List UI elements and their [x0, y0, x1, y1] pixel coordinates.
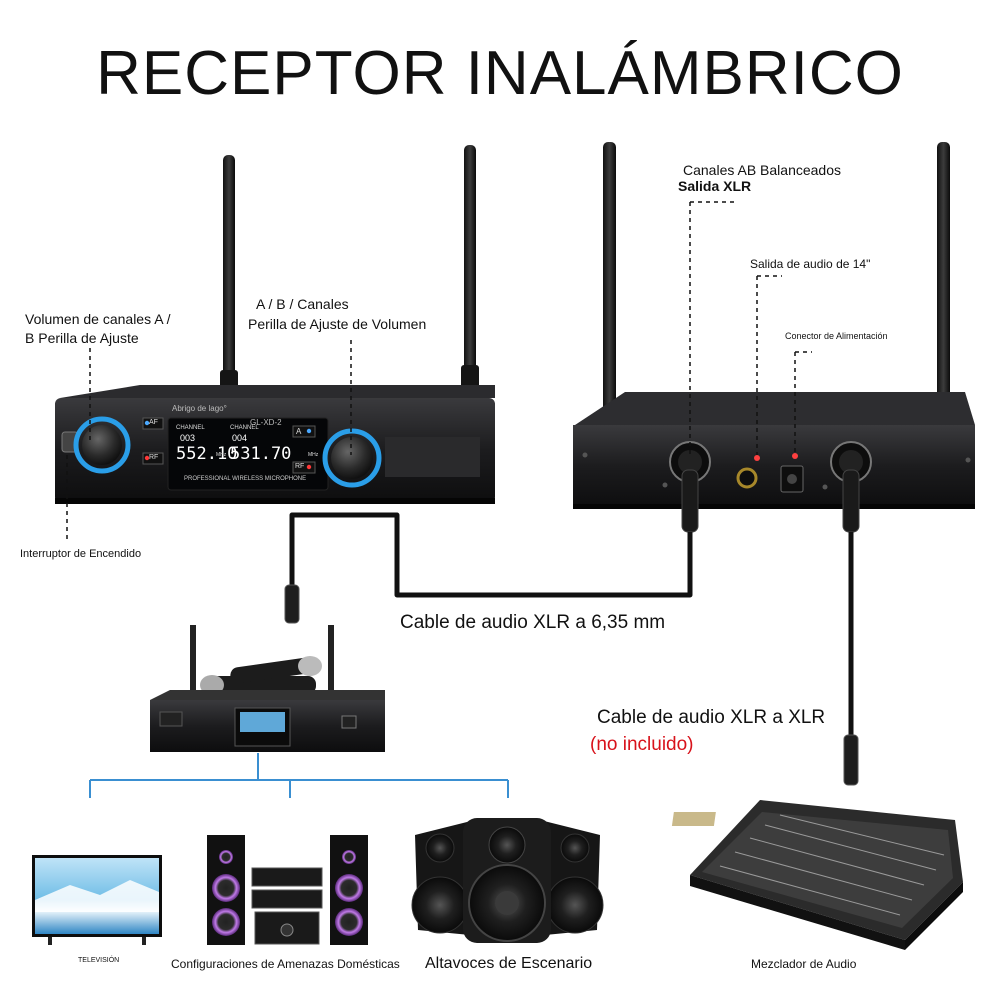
channel-b-num: 004 — [232, 433, 248, 443]
label-ab-knob-line2: Perilla de Ajuste de Volumen — [248, 316, 427, 332]
freq-unit-a: MHz — [216, 452, 227, 458]
audio-mixer-device — [671, 800, 963, 950]
label-not-included: (no incluido) — [590, 734, 694, 755]
label-cable-xlr: Cable de audio XLR a XLR — [597, 707, 826, 728]
label-volume-knob-line1: Volumen de canales A / — [25, 311, 171, 327]
caption-home-theater: Configuraciones de Amenazas Domésticas — [171, 957, 400, 971]
stage-speakers-device — [411, 818, 604, 943]
label-power-switch: Interruptor de Encendido — [20, 548, 142, 560]
label-cable-635: Cable de audio XLR a 6,35 mm — [400, 612, 666, 633]
brand-label: Abrigo de lago° — [172, 404, 227, 413]
label-power-connector: Conector de Alimentación — [785, 331, 888, 341]
caption-mixer: Mezclador de Audio — [751, 957, 857, 971]
lcd-display — [167, 417, 329, 491]
cables — [289, 512, 854, 740]
freq-unit-b: MHz — [308, 452, 319, 458]
caption-stage-speakers: Altavoces de Escenario — [425, 955, 593, 972]
distribution-lines — [89, 753, 509, 798]
cable-xlr-635 — [289, 512, 693, 598]
channel-b-freq: 531.70 — [230, 444, 292, 464]
volume-knob-left — [73, 416, 131, 474]
label-volume-knob-line2: B Perilla de Ajuste — [25, 330, 139, 346]
rf-badge: RF — [149, 454, 159, 461]
channel-a-num: 003 — [180, 433, 196, 443]
label-xlr-out-line1: Canales AB Balanceados — [683, 162, 841, 178]
label-audio-out: Salida de audio de 14" — [750, 257, 871, 271]
home-theater-device — [207, 835, 368, 945]
antenna-left — [223, 155, 235, 395]
ab-volume-knob — [322, 428, 382, 488]
label-ab-knob-line1: A / B / Canales — [256, 296, 349, 312]
channel-a-label: CHANNEL — [176, 425, 205, 431]
label-xlr-out-line2: Salida XLR — [678, 178, 752, 194]
tv-device — [32, 855, 162, 945]
mixer-amplifier — [150, 625, 385, 752]
rear-receiver — [573, 142, 975, 533]
rf-badge-right: RF — [295, 463, 305, 470]
channel-a-freq: 552.10 — [176, 444, 238, 464]
channel-b-label: CHANNEL — [230, 425, 259, 431]
model-label: GL-XD-2 — [250, 418, 282, 427]
quarter-inch-output — [736, 467, 758, 489]
caption-tv: TELEVISIÓN — [78, 957, 120, 964]
antenna-right — [464, 145, 476, 390]
page-title: RECEPTOR INALÁMBRICO — [96, 39, 904, 108]
leader-lines — [66, 201, 812, 540]
front-receiver — [55, 145, 495, 504]
display-footer: PROFESSIONAL WIRELESS MICROPHONE — [184, 476, 307, 482]
a-badge: A — [296, 427, 302, 436]
af-badge: AF — [149, 419, 158, 426]
